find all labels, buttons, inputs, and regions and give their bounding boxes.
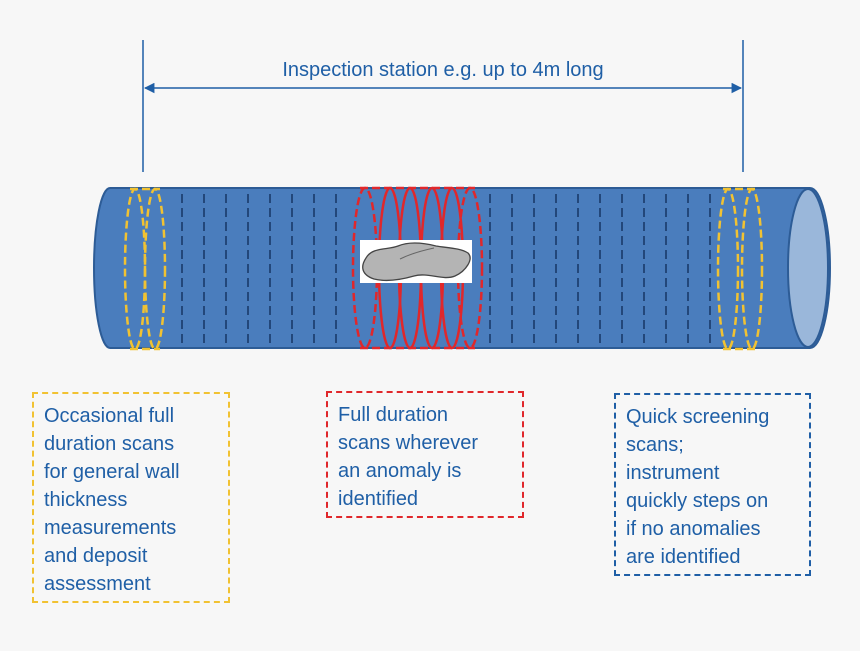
left-occasional-scan-rings xyxy=(123,187,167,351)
note-line: for general wall xyxy=(44,461,180,483)
note-line: if no anomalies xyxy=(626,518,761,540)
screening-scan-lines xyxy=(181,194,711,343)
note-line: scans; xyxy=(626,434,684,456)
note-line: thickness xyxy=(44,489,128,511)
right-occasional-scan-rings xyxy=(716,187,764,351)
anomaly-shape xyxy=(362,242,471,282)
note-line: duration scans xyxy=(44,433,175,455)
inspection-station-label: Inspection station e.g. up to 4m long xyxy=(282,59,604,81)
note-line: quickly steps on xyxy=(626,490,769,512)
pipe-open-end xyxy=(787,188,829,348)
note-line: instrument xyxy=(626,462,720,484)
note-line: scans wherever xyxy=(338,432,479,454)
note-line: assessment xyxy=(44,573,151,595)
note-line: and deposit xyxy=(44,545,148,567)
occasional-scans-note: Occasional full duration scans for gener… xyxy=(32,392,230,603)
note-line: Occasional full xyxy=(44,405,175,427)
quick-screening-note: Quick screening scans; instrument quickl… xyxy=(614,393,811,576)
note-line: Quick screening xyxy=(626,406,770,428)
note-line: Full duration xyxy=(338,404,449,426)
anomaly-crack xyxy=(399,247,435,260)
note-line: identified xyxy=(338,488,419,510)
note-line: an anomaly is xyxy=(338,460,462,482)
note-line: measurements xyxy=(44,517,177,539)
full-duration-scans-note: Full duration scans wherever an anomaly … xyxy=(326,391,524,518)
note-line: are identified xyxy=(626,546,741,568)
